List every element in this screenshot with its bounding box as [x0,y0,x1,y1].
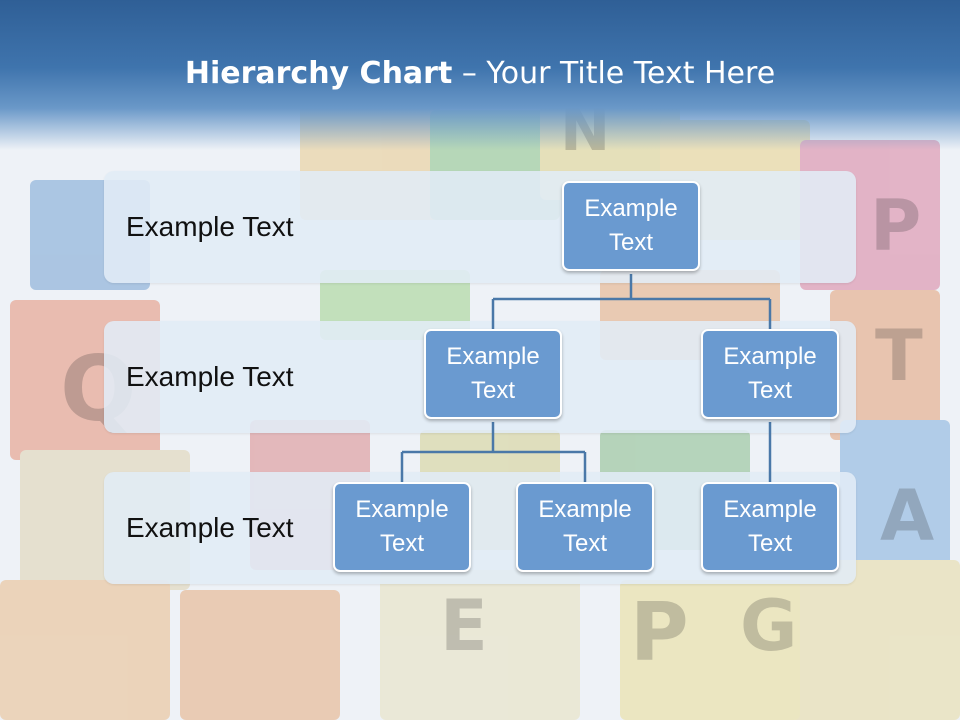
level-2-label: Example Text [126,361,294,392]
level2-right-node[interactable]: Example Text [701,329,839,419]
title-rest-part: – Your Title Text Here [452,56,776,91]
slide-title: Hierarchy Chart – Your Title Text Here [0,54,960,94]
root-node[interactable]: Example Text [562,181,700,271]
svg-text:E: E [440,585,488,667]
level-3-label: Example Text [126,512,294,543]
svg-text:T: T [875,315,923,397]
title-bar [0,0,960,150]
level-1-band: Example Text [104,171,856,283]
svg-text:P: P [870,185,921,267]
level3-node-b[interactable]: Example Text [516,482,654,572]
level3-node-a[interactable]: Example Text [333,482,471,572]
level3-node-c[interactable]: Example Text [701,482,839,572]
svg-text:G: G [740,585,797,667]
level2-left-node[interactable]: Example Text [424,329,562,419]
level-1-label: Example Text [126,211,294,242]
svg-text:A: A [880,475,934,557]
title-bold-part: Hierarchy Chart [184,56,453,91]
svg-text:P: P [630,586,689,679]
